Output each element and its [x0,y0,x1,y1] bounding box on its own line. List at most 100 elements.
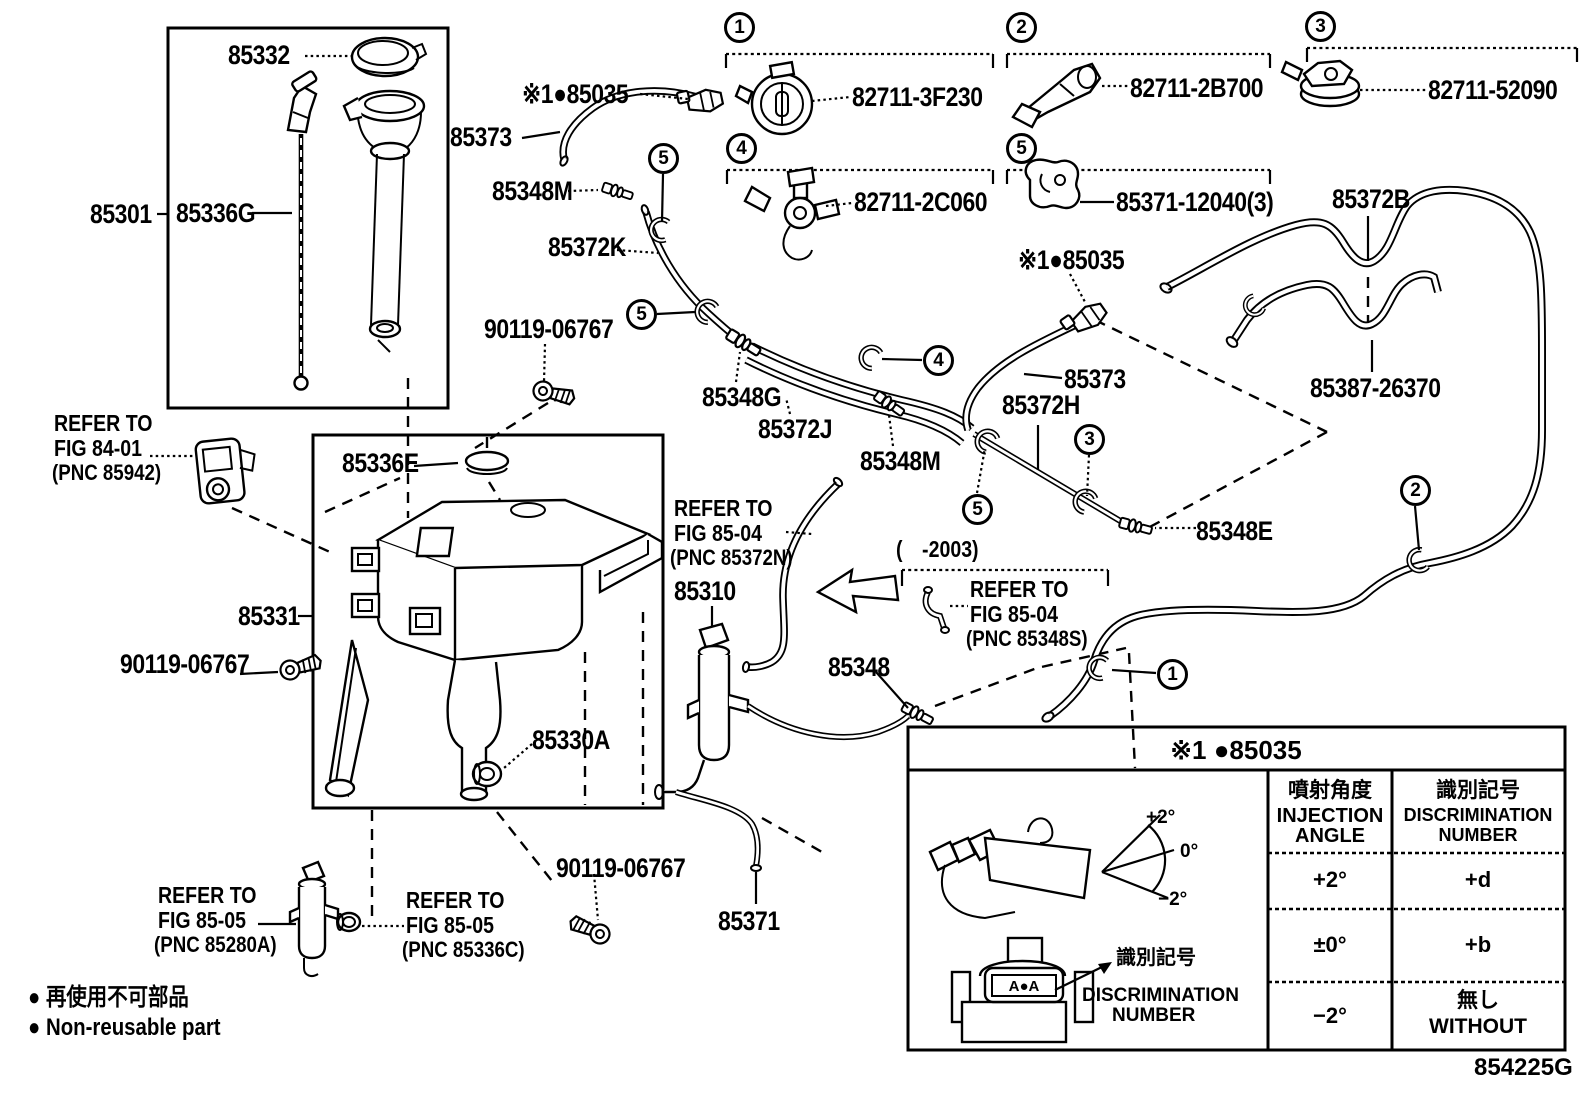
model-range-note: ( -2003) [896,536,979,562]
nozzle-82711-52090 [1280,59,1361,108]
refer-fig85-04b-line1: REFER TO [970,576,1069,602]
label-85301: 85301 [90,199,152,229]
row1-angle: +2° [1313,867,1347,892]
nozzle-85035-front [675,82,726,119]
refer-fig84-line2: FIG 84-01 [54,435,143,461]
refer-fig84-line3: (PNC 85942) [52,460,162,485]
row3-disc-en: WITHOUT [1429,1015,1527,1038]
tank-assembly-box [311,433,665,810]
hose-85372B [1041,185,1546,723]
washer-cap-85332 [350,36,428,78]
refer-fig85-04b-line3: (PNC 85348S) [966,626,1088,651]
label-85372B: 85372B [1332,184,1410,214]
row3-angle: −2° [1313,1003,1347,1028]
label-85348M-rear: 85348M [860,446,941,476]
filler-neck [342,89,426,353]
angle-header-en1: INJECTION [1276,805,1384,827]
clip-5-a [649,218,668,241]
ref-circle-1: 1 [1157,659,1188,690]
fan-label-plus2: +2° [1146,807,1176,828]
label-85371-12040: 85371-12040(3) [1116,187,1274,217]
ref-circle-3: 3 [1074,424,1105,455]
ref-circle-5b: 5 [626,299,657,330]
fan-label-zero: 0° [1180,841,1199,862]
label-90119-c: 90119-06767 [556,853,686,883]
hose-85387-26370 [1225,270,1442,348]
level-gauge-85336G [286,70,318,391]
row2-disc: +b [1464,932,1492,957]
ref-circle-5a: 5 [648,143,679,174]
refer-fig85-04a-line3: (PNC 85372N) [670,545,793,570]
label-85371: 85371 [718,906,780,936]
disc-header-en2: NUMBER [1438,825,1518,845]
label-90119-b: 90119-06767 [120,649,250,679]
ref-circle-2: 2 [1400,475,1431,506]
hose-85373-front [559,87,699,167]
label-85336E: 85336E [342,448,419,478]
clip-4 [857,343,881,369]
hose-85373-rear [962,318,1084,432]
disc-note-en2: NUMBER [1112,1005,1196,1026]
refer-fig85-05b-line3: (PNC 85336C) [402,937,525,962]
ref-circle-5c: 5 [962,494,993,525]
joint-85348G [723,326,764,360]
clip-1 [1087,655,1108,679]
label-82711-3F230: 82711-3F230 [852,82,983,112]
disc-header-en1: DISCRIMINATION [1403,805,1553,825]
refer-fig85-05b-line2: FIG 85-05 [406,912,495,938]
refer-fig85-05a-line3: (PNC 85280A) [154,932,277,957]
disc-note-en1: DISCRIMINATION [1082,985,1239,1006]
note-85035-rear: ※1●85035 [1018,245,1125,275]
callout-circle-3: 3 [1305,11,1336,42]
table-connector-drawing [950,936,1112,1044]
clip-85371-12040 [1024,158,1081,210]
bolt-90119-06767-b [530,378,578,410]
label-85373-front: 85373 [450,122,512,152]
label-85372J: 85372J [758,414,833,444]
legend-en: ● Non-reusable part [28,1014,221,1041]
tube-85371 [675,789,762,872]
disc-header-jp: 識別記号 [1436,779,1520,802]
callout-circle-1: 1 [724,12,755,43]
label-85310: 85310 [674,576,736,606]
label-85330A: 85330A [532,725,610,755]
label-85387-26370: 85387-26370 [1310,373,1441,403]
row1-disc: +d [1464,867,1492,892]
callout-circle-2: 2 [1006,12,1037,43]
refer-fig85-05a-line2: FIG 85-05 [158,907,247,933]
hose-85372N-refer [741,476,844,673]
label-85348G: 85348G [702,382,782,412]
injection-angle-table [906,725,1567,1052]
nozzle-85035-rear [1058,295,1111,343]
label-90119-a: 90119-06767 [484,314,614,344]
direction-arrow [815,567,900,615]
row3-disc-jp: 無し [1457,989,1499,1012]
label-85372K: 85372K [548,232,626,262]
nozzle-82711-2B700 [1011,62,1102,129]
label-85348E: 85348E [1196,516,1273,546]
construction-lines [231,277,1370,916]
fan-label-minus2: −2° [1158,889,1188,910]
doc-number: 854225G [1474,1054,1573,1081]
sensor-part-fig84 [194,437,256,505]
callout-brackets [724,46,1579,586]
grommet-85330A [471,760,503,788]
refer-fig85-04a-line1: REFER TO [674,495,773,521]
angle-header-jp: 噴射角度 [1288,779,1372,802]
callout-circle-5: 5 [1006,133,1037,164]
bolt-90119-06767-c [565,910,614,948]
refer-fig85-05a-line1: REFER TO [158,882,257,908]
table-nozzle-drawing [928,814,1175,920]
label-85373-rear: 85373 [1064,364,1126,394]
label-82711-2C060: 82711-2C060 [854,187,988,217]
label-85348M-front: 85348M [492,176,573,206]
table-title: ※1 ●85035 [1170,735,1302,765]
note-85035-front: ※1●85035 [522,79,629,109]
washer-tank-85331 [324,437,664,802]
elbow-hose-85348S [922,586,950,634]
label-82711-2B700: 82711-2B700 [1130,73,1264,103]
bolt-90119-06767-a [277,651,325,683]
angle-header-en2: ANGLE [1295,825,1365,847]
